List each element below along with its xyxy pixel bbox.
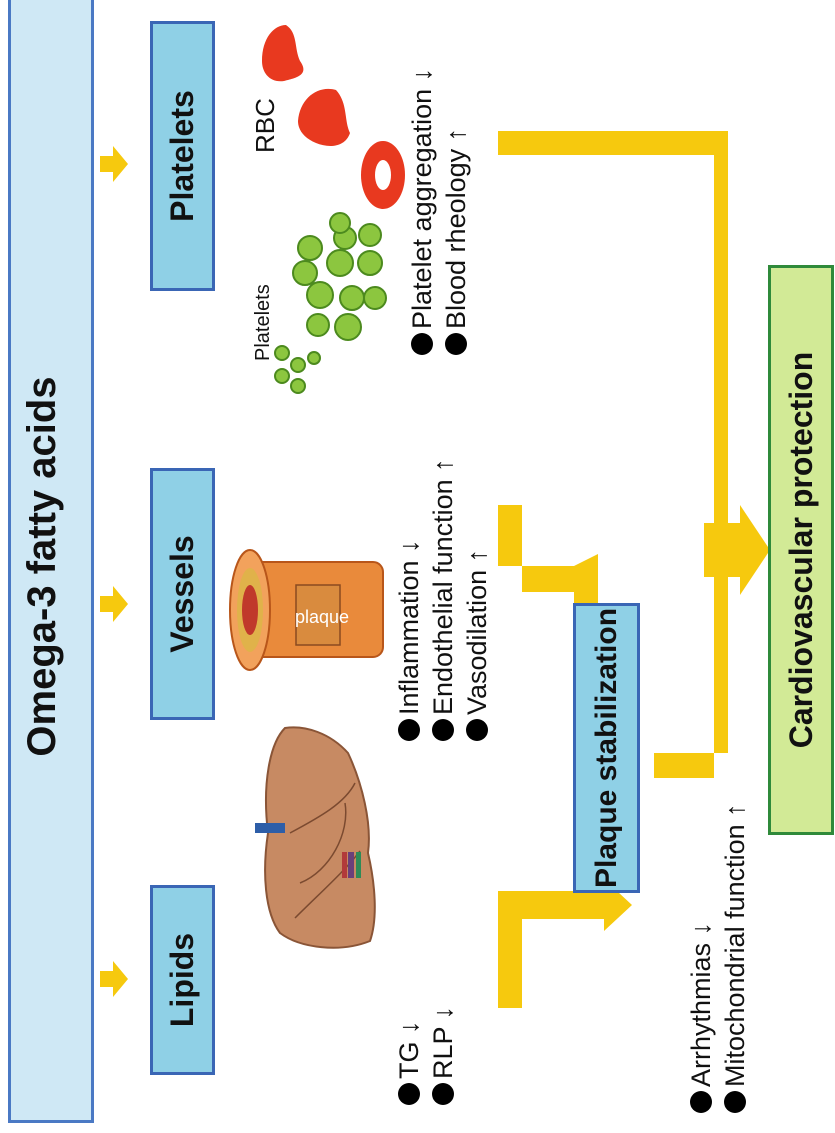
bullet-icon	[411, 333, 433, 355]
vessels-box: Vessels	[150, 468, 215, 720]
heart-effect-item: Mitochondrial function ↑	[718, 803, 752, 1113]
platelets-icon	[275, 213, 386, 393]
heart-effects: Arrhythmias ↓ Mitochondrial function ↑	[684, 803, 752, 1113]
heart-effect-item: Arrhythmias ↓	[684, 803, 718, 1113]
lipids-effect-item: RLP ↓	[426, 1006, 460, 1105]
artery-plaque-icon: plaque	[230, 550, 383, 670]
lipids-effect-item: TG ↓	[392, 1006, 426, 1105]
platelets-image-label: Platelets	[252, 284, 275, 361]
bullet-icon	[466, 719, 488, 741]
lipids-effects: TG ↓ RLP ↓	[392, 1006, 460, 1105]
arrow-platelets-to-protection	[498, 131, 728, 523]
platelets-box: Platelets	[150, 21, 215, 291]
bullet-icon	[724, 1091, 746, 1113]
lipids-box: Lipids	[150, 885, 215, 1075]
arrow-lipids-to-plaque	[498, 879, 632, 1008]
rbc-image-label: RBC	[250, 98, 281, 153]
vessels-effects: Inflammation ↓ Endothelial function ↑ Va…	[392, 458, 494, 741]
arrow-plaque-to-protection	[654, 577, 728, 778]
bullet-icon	[432, 1083, 454, 1105]
arrow-to-lipids	[100, 961, 128, 997]
plaque-image-label: plaque	[295, 607, 349, 627]
arrow-to-platelets	[100, 146, 128, 182]
bullet-icon	[398, 719, 420, 741]
bullet-icon	[445, 333, 467, 355]
platelets-effects: Platelet aggregation ↓ Blood rheology ↑	[405, 68, 473, 355]
cardiovascular-protection-box: Cardiovascular protection	[768, 265, 834, 835]
bullet-icon	[432, 719, 454, 741]
lipids-label: Lipids	[164, 933, 201, 1027]
arrow-to-vessels	[100, 586, 128, 622]
red-blood-cell-icon	[262, 25, 405, 209]
bullet-icon	[690, 1091, 712, 1113]
arrow-merge-to-protection	[704, 505, 770, 595]
platelets-effect-item: Platelet aggregation ↓	[405, 68, 439, 355]
bullet-icon	[398, 1083, 420, 1105]
vessels-effect-item: Inflammation ↓	[392, 458, 426, 741]
cardiovascular-protection-label: Cardiovascular protection	[783, 352, 820, 749]
platelets-label: Platelets	[164, 90, 201, 222]
vessels-label: Vessels	[164, 535, 201, 652]
vessels-effect-item: Vasodilation ↑	[460, 458, 494, 741]
plaque-stabilization-label: Plaque stabilization	[590, 608, 624, 888]
arrow-vessels-to-plaque	[498, 505, 598, 619]
vessels-effect-item: Endothelial function ↑	[426, 458, 460, 741]
plaque-stabilization-box: Plaque stabilization	[573, 603, 640, 893]
liver-icon	[255, 727, 375, 947]
title-arrows	[100, 146, 128, 997]
platelets-effect-item: Blood rheology ↑	[439, 68, 473, 355]
